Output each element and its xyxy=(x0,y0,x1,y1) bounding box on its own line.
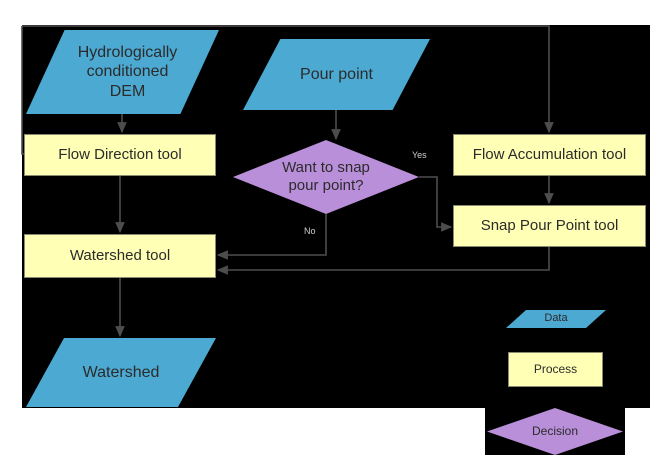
legend-label: Process xyxy=(533,362,578,377)
node-pour-point[interactable]: Pour point xyxy=(243,39,430,110)
data-shape-fill xyxy=(26,338,216,407)
node-label: Watershed tool xyxy=(69,246,171,264)
node-hydrologically-conditioned-dem[interactable]: Hydrologically conditioned DEM xyxy=(26,30,219,114)
data-shape-fill xyxy=(506,310,606,328)
legend-item-process: Process xyxy=(508,352,603,387)
legend-label: Data xyxy=(544,312,568,325)
node-label: Flow Direction tool xyxy=(58,145,182,163)
node-label: Watershed xyxy=(82,363,160,381)
node-label: Snap Pour Point tool xyxy=(480,216,619,234)
node-watershed-tool[interactable]: Watershed tool xyxy=(24,234,216,278)
edge-label-yes: Yes xyxy=(412,150,427,160)
node-label: Want to snap pour point? xyxy=(282,158,370,194)
legend-item-decision: Decision xyxy=(487,408,623,455)
node-label: Hydrologically conditioned DEM xyxy=(77,43,178,100)
legend-label: Decision xyxy=(531,424,579,439)
node-flow-direction-tool[interactable]: Flow Direction tool xyxy=(24,134,216,176)
legend-item-data: Data xyxy=(506,310,606,328)
node-flow-accumulation-tool[interactable]: Flow Accumulation tool xyxy=(453,134,646,176)
node-snap-pour-point-tool[interactable]: Snap Pour Point tool xyxy=(453,205,646,247)
node-want-to-snap-pour-point-decision[interactable]: Want to snap pour point? xyxy=(233,140,419,214)
node-label: Pour point xyxy=(300,65,373,83)
edge-label-no: No xyxy=(304,226,316,236)
node-watershed-output[interactable]: Watershed xyxy=(26,338,216,407)
node-label: Flow Accumulation tool xyxy=(472,145,627,163)
